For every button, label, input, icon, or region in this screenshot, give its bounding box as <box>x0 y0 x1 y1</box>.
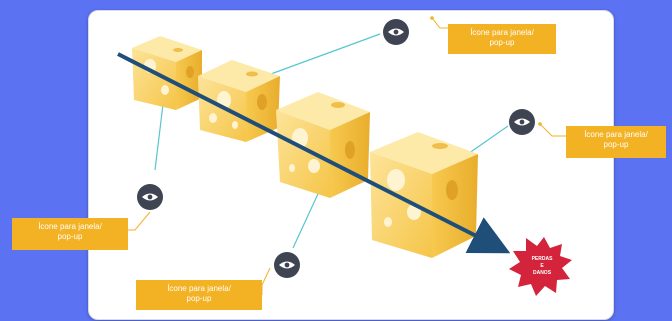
cheese-slice-4 <box>370 132 478 258</box>
callout-label-bottom: Ícone para janela/ pop-up <box>136 280 262 310</box>
eye-button-right[interactable] <box>509 109 535 135</box>
eye-icon <box>142 193 158 201</box>
eye-button-top[interactable] <box>383 19 409 45</box>
eye-icon <box>514 118 530 126</box>
losses-burst: PERDAS E DANOS <box>509 237 572 296</box>
callout-text-bottom: Ícone para janela/ pop-up <box>167 284 231 303</box>
callout-text-right: Ícone para janela/ pop-up <box>584 130 648 149</box>
eye-icon <box>279 261 295 269</box>
cheese-slice-3 <box>276 92 370 198</box>
callout-label-left: Ícone para janela/ pop-up <box>12 218 128 250</box>
eye-button-bottom[interactable] <box>274 252 300 278</box>
cheese-slice-1 <box>132 36 202 110</box>
callout-text-top: Ícone para janela/ pop-up <box>470 28 534 47</box>
eye-button-left[interactable] <box>137 184 163 210</box>
callout-connectors <box>128 17 566 295</box>
burst-text-line2: E <box>540 263 544 269</box>
burst-text-line3: DANOS <box>533 270 552 276</box>
eye-icon <box>388 28 404 36</box>
callout-label-top: Ícone para janela/ pop-up <box>448 24 556 54</box>
burst-text-line1: PERDAS <box>532 256 554 262</box>
callout-label-right: Ícone para janela/ pop-up <box>566 126 666 158</box>
callout-text-left: Ícone para janela/ pop-up <box>38 222 102 241</box>
hazard-trajectory-arrow <box>117 52 511 254</box>
